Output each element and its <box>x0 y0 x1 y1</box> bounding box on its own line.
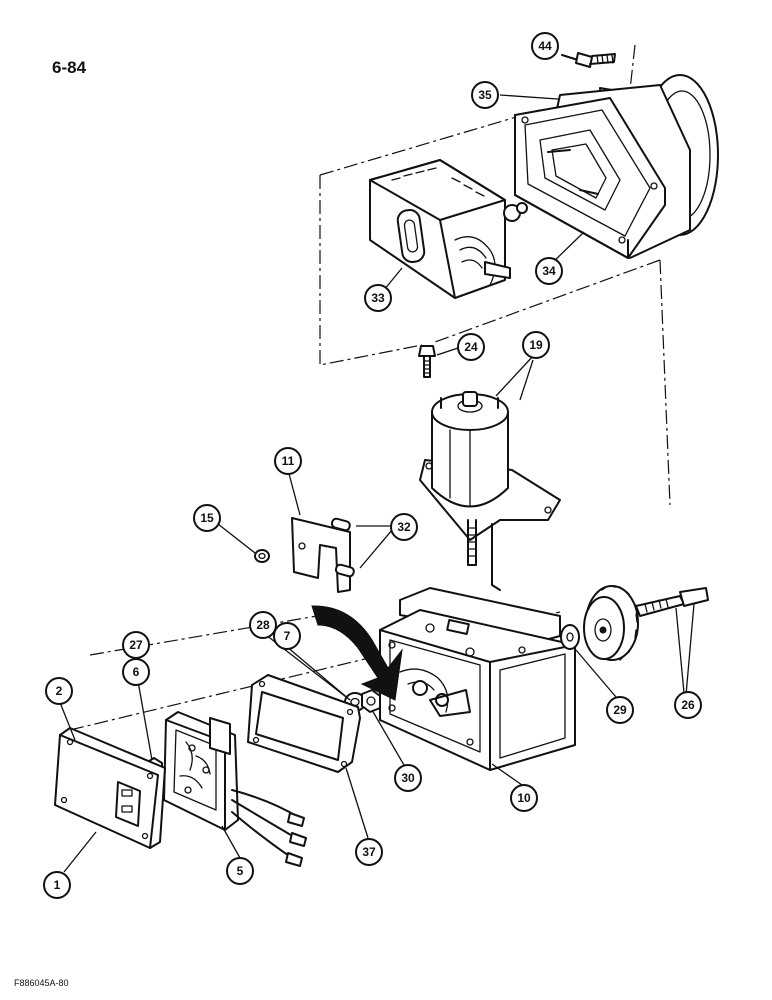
svg-text:33: 33 <box>371 291 385 305</box>
callout-33: 33 <box>364 284 392 312</box>
part-15-nut <box>217 523 270 563</box>
svg-text:15: 15 <box>200 511 214 525</box>
assembly-arrow <box>311 605 403 701</box>
callout-34: 34 <box>535 257 563 285</box>
svg-text:2: 2 <box>56 684 63 698</box>
callout-15: 15 <box>193 504 221 532</box>
part-19-motor <box>419 391 561 591</box>
callout-11: 11 <box>274 447 302 475</box>
part-32-pins <box>330 517 393 578</box>
callout-5: 5 <box>226 857 254 885</box>
callout-26: 26 <box>674 691 702 719</box>
svg-text:30: 30 <box>401 771 415 785</box>
svg-text:10: 10 <box>517 791 531 805</box>
svg-text:26: 26 <box>681 698 695 712</box>
part-26-gear-shaft <box>583 585 709 661</box>
figure-code: F886045A-80 <box>14 978 69 988</box>
svg-text:24: 24 <box>464 340 478 354</box>
svg-text:28: 28 <box>256 618 270 632</box>
callout-24: 24 <box>457 333 485 361</box>
part-11-plate <box>287 469 351 593</box>
callout-10: 10 <box>510 784 538 812</box>
callout-29: 29 <box>606 696 634 724</box>
part-10-gearbox-case <box>379 587 576 771</box>
callout-44: 44 <box>531 32 559 60</box>
callout-27: 27 <box>122 631 150 659</box>
svg-text:27: 27 <box>129 638 143 652</box>
part-24-screw <box>418 345 459 378</box>
part-34-gear-housing <box>514 74 719 259</box>
leader-lines <box>58 231 695 873</box>
part-29-washer <box>560 624 580 650</box>
callout-2: 2 <box>45 677 73 705</box>
callout-32: 32 <box>390 513 418 541</box>
callout-7: 7 <box>273 622 301 650</box>
svg-text:1: 1 <box>54 878 61 892</box>
part-33-limit-switch <box>369 159 528 299</box>
svg-text:6: 6 <box>133 665 140 679</box>
svg-text:32: 32 <box>397 520 411 534</box>
callout-19: 19 <box>522 331 550 359</box>
part-30-nut <box>361 689 381 713</box>
callout-35: 35 <box>471 81 499 109</box>
svg-text:37: 37 <box>362 845 376 859</box>
callout-37: 37 <box>355 838 383 866</box>
callout-28: 28 <box>249 611 277 639</box>
svg-text:44: 44 <box>538 39 552 53</box>
svg-text:19: 19 <box>529 338 543 352</box>
svg-text:34: 34 <box>542 264 556 278</box>
svg-text:5: 5 <box>237 864 244 878</box>
page-code: 6-84 <box>52 58 87 77</box>
part-44-screw <box>561 52 616 68</box>
callout-6: 6 <box>122 658 150 686</box>
part-5-control-board <box>163 711 307 867</box>
svg-text:11: 11 <box>282 454 295 468</box>
svg-text:7: 7 <box>284 629 291 643</box>
svg-text:35: 35 <box>478 88 492 102</box>
callout-1: 1 <box>43 871 71 899</box>
callout-30: 30 <box>394 764 422 792</box>
part-37-gasket <box>247 674 361 773</box>
svg-text:29: 29 <box>613 703 627 717</box>
part-1-cover <box>54 727 166 849</box>
